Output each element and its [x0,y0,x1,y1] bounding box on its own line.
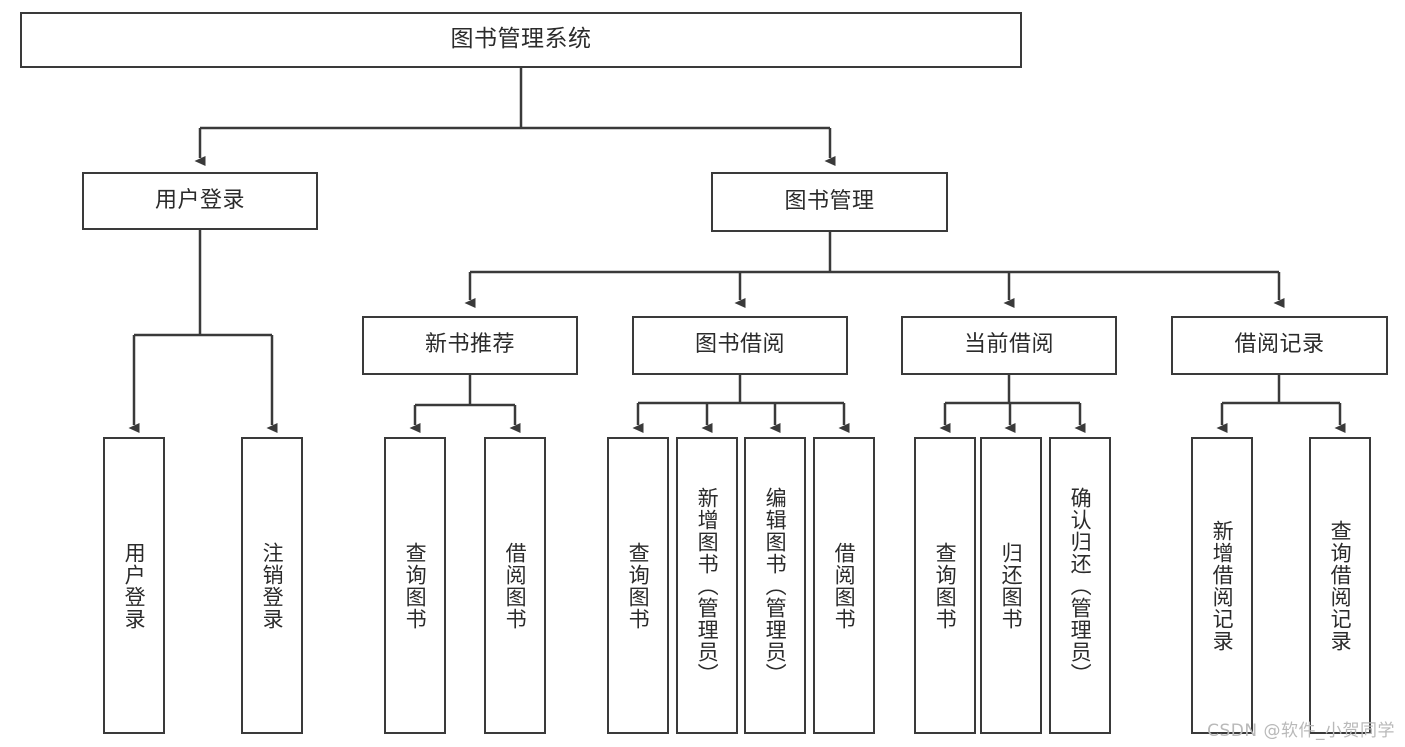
node-label: 编辑图书（管理员） [763,486,788,685]
node-label: 用户登录 [154,187,245,213]
leaf-borrow-record-query-record[interactable]: 查询借阅记录 [1309,437,1371,734]
node-label: 查询图书 [403,541,428,630]
node-label: 确认归还（管理员） [1068,486,1093,685]
node-root-book-management-system[interactable]: 图书管理系统 [20,12,1022,68]
node-label: 查询图书 [626,541,651,630]
node-book-borrow[interactable]: 图书借阅 [632,316,848,375]
node-label: 当前借阅 [963,332,1054,358]
node-label: 图书管理 [784,188,875,214]
node-label: 新增借阅记录 [1210,519,1235,652]
node-label: 借阅记录 [1234,332,1325,358]
node-label: 查询借阅记录 [1328,519,1353,652]
node-label: 新书推荐 [424,332,515,358]
leaf-current-borrow-return-book[interactable]: 归还图书 [980,437,1042,734]
leaf-book-borrow-edit-book-admin[interactable]: 编辑图书（管理员） [744,437,806,734]
node-label: 借阅图书 [503,541,528,630]
leaf-book-borrow-add-book-admin[interactable]: 新增图书（管理员） [676,437,738,734]
node-label: 注销登录 [260,541,285,630]
leaf-borrow-record-add-record[interactable]: 新增借阅记录 [1191,437,1253,734]
node-label: 新增图书（管理员） [695,486,720,685]
leaf-current-borrow-confirm-return-admin[interactable]: 确认归还（管理员） [1049,437,1111,734]
node-label: 图书管理系统 [450,26,592,53]
leaf-book-borrow-borrow-book[interactable]: 借阅图书 [813,437,875,734]
node-new-book-recommend[interactable]: 新书推荐 [362,316,578,375]
node-user-login[interactable]: 用户登录 [82,172,318,230]
watermark-text: CSDN @软件_小贺同学 [1207,721,1395,741]
node-label: 用户登录 [122,541,147,630]
node-borrow-record[interactable]: 借阅记录 [1171,316,1388,375]
leaf-new-book-query-book[interactable]: 查询图书 [384,437,446,734]
node-label: 借阅图书 [832,541,857,630]
leaf-user-login-logout[interactable]: 注销登录 [241,437,303,734]
leaf-user-login-login[interactable]: 用户登录 [103,437,165,734]
node-label: 图书借阅 [694,332,785,358]
node-label: 查询图书 [933,541,958,630]
leaf-current-borrow-query-book[interactable]: 查询图书 [914,437,976,734]
node-label: 归还图书 [999,541,1024,630]
leaf-book-borrow-query-book[interactable]: 查询图书 [607,437,669,734]
leaf-new-book-borrow-book[interactable]: 借阅图书 [484,437,546,734]
node-book-management[interactable]: 图书管理 [711,172,948,232]
node-current-borrow[interactable]: 当前借阅 [901,316,1117,375]
